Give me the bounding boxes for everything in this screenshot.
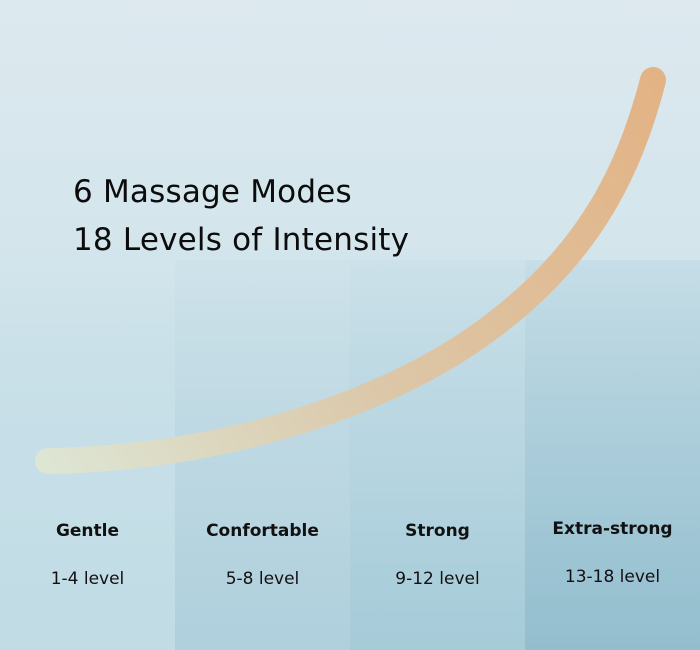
headline: 6 Massage Modes 18 Levels of Intensity	[73, 168, 409, 264]
level-name: Extra-strong	[552, 519, 673, 539]
level-gentle: Gentle 1-4 level	[0, 515, 175, 595]
level-columns-background	[0, 260, 700, 650]
level-name: Strong	[405, 521, 470, 541]
level-confortable: Confortable 5-8 level	[175, 515, 350, 595]
level-range: 13-18 level	[564, 567, 661, 587]
level-range: 5-8 level	[225, 569, 300, 589]
column-extra-strong-bg	[525, 260, 700, 650]
level-range: 9-12 level	[395, 569, 480, 589]
level-range: 1-4 level	[50, 569, 125, 589]
level-strong: Strong 9-12 level	[350, 515, 525, 595]
headline-modes: 6 Massage Modes	[73, 174, 352, 210]
level-extra-strong: Extra-strong 13-18 level	[525, 515, 700, 595]
level-labels: Gentle 1-4 level Confortable 5-8 level S…	[0, 515, 700, 595]
level-name: Gentle	[55, 521, 120, 541]
level-name: Confortable	[206, 521, 319, 541]
headline-levels: 18 Levels of Intensity	[73, 222, 410, 258]
